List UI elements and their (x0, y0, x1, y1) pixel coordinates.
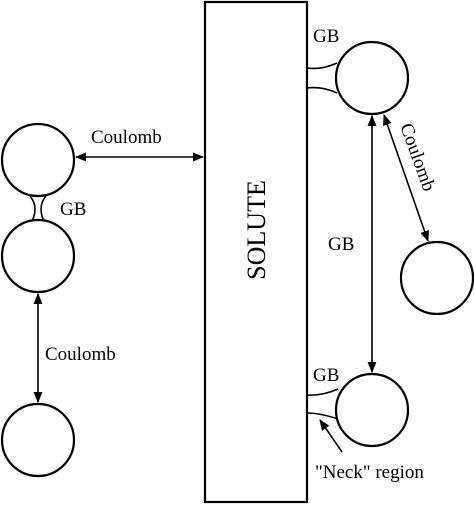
left-particle-top (0, 122, 76, 198)
solute-block (203, 0, 309, 504)
left-particle-middle (0, 218, 76, 294)
gb-label-left: GB (60, 199, 86, 220)
solute-label: SOLUTE (242, 180, 271, 280)
right-bottom-neck (306, 388, 339, 420)
coulomb-label-right: Coulomb (395, 121, 439, 195)
neck-pointer-arrow (319, 419, 343, 453)
left-particle-bottom (0, 402, 76, 478)
right-particle-detached (399, 240, 474, 316)
right-top-neck (306, 62, 338, 94)
gb-label-right-middle: GB (328, 234, 354, 255)
coulomb-arrow-right-diagonal (383, 113, 429, 243)
right-particle-top (334, 40, 410, 116)
gb-label-right-bottom: GB (313, 365, 339, 386)
right-particle-bottom (334, 372, 410, 448)
coulomb-label-left-bottom: Coulomb (45, 344, 116, 365)
coulomb-label-left-top: Coulomb (91, 127, 162, 148)
gb-label-right-top: GB (313, 26, 339, 47)
neck-region-label: "Neck" region (315, 462, 424, 483)
